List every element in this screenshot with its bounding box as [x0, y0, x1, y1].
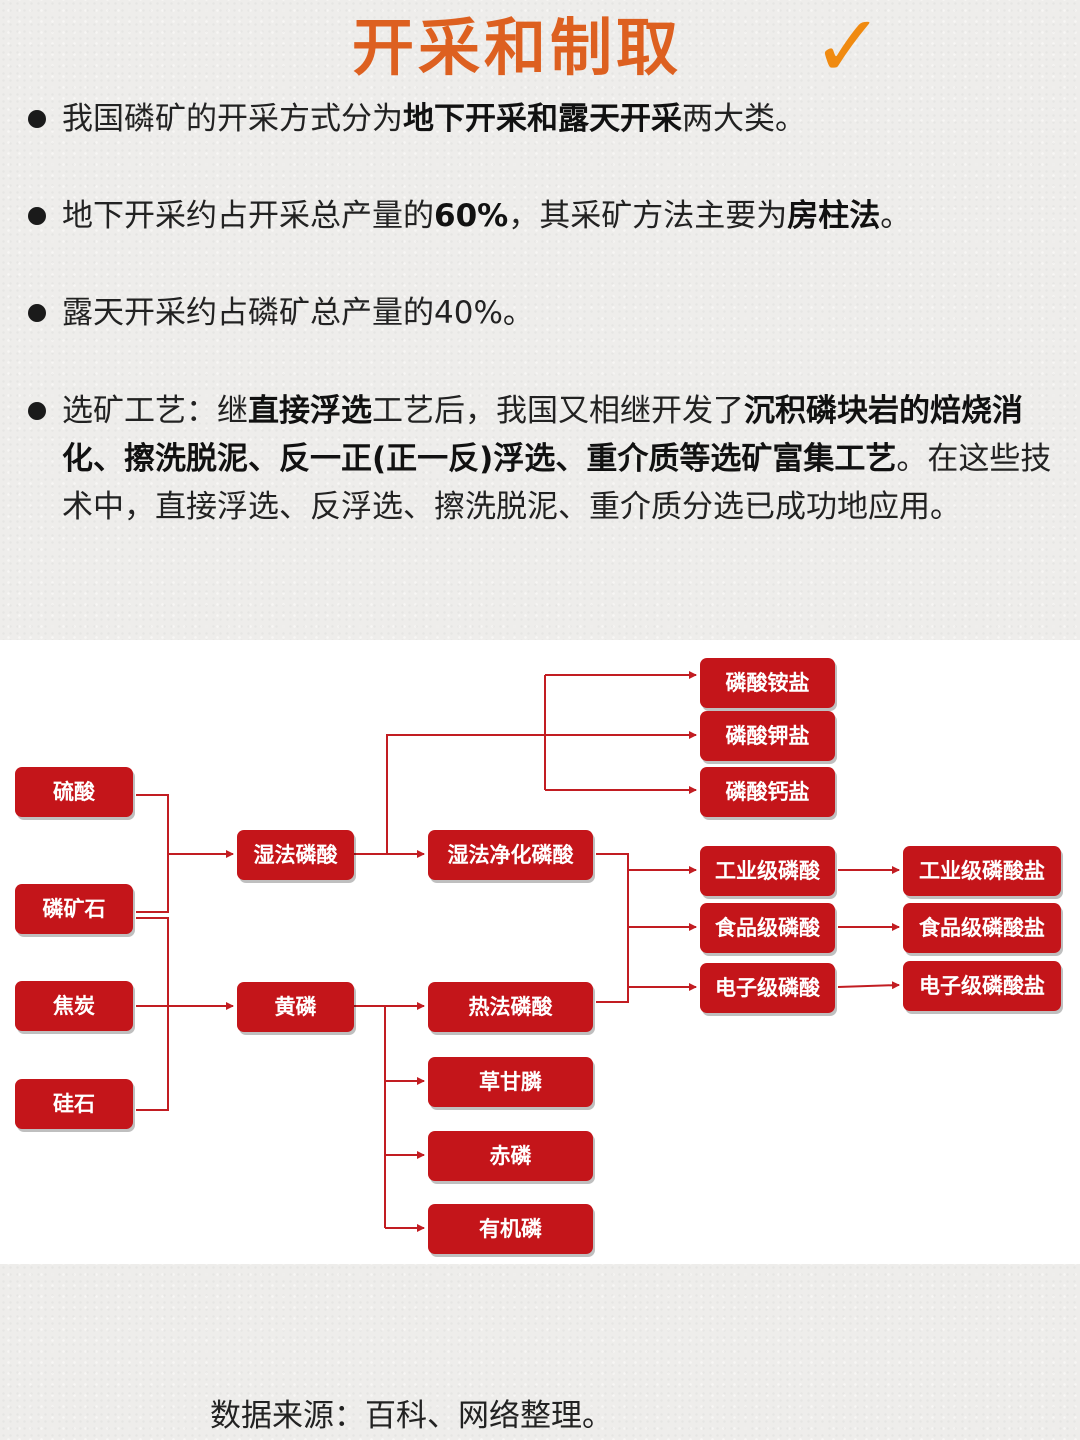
node-box [15, 1079, 133, 1129]
paper-background-top [0, 0, 1080, 640]
node-box [15, 884, 133, 934]
node-label: 硫酸 [53, 779, 96, 804]
node-label: 食品级磷酸盐 [919, 915, 1045, 940]
node-glyphosate: 草甘膦 [428, 1057, 595, 1110]
node-purified-wet-acid: 湿法净化磷酸 [428, 830, 595, 883]
node-yellow-p: 黄磷 [237, 982, 356, 1035]
bullet-dot-2 [28, 207, 46, 225]
node-label: 磷酸钙盐 [726, 779, 810, 804]
node-coke: 焦炭 [15, 981, 135, 1034]
node-organic-p: 有机磷 [428, 1204, 595, 1257]
bullet-dot-1 [28, 110, 46, 128]
bullet-paragraph-4: 选矿工艺：继直接浮选工艺后，我国又相继开发了沉积磷块岩的焙烧消化、擦洗脱泥、反一… [62, 387, 1062, 531]
node-electronic-salt: 电子级磷酸盐 [903, 961, 1063, 1014]
text-run: 。 [880, 198, 912, 234]
node-label: 焦炭 [52, 993, 95, 1018]
node-wet-acid: 湿法磷酸 [237, 830, 356, 883]
bullet-dot-3 [28, 304, 46, 322]
node-industrial-acid: 工业级磷酸 [700, 846, 837, 899]
node-box [428, 1131, 593, 1181]
bullet-paragraph-2: 地下开采约占开采总产量的60%，其采矿方法主要为房柱法。 [62, 192, 1062, 240]
text-run: 。在这些技术中，直接浮选、反浮选、擦洗脱泥、重介质分选已成功地应用。 [62, 441, 1052, 525]
node-box [237, 830, 354, 880]
source-footer: 数据来源：百科、网络整理。 [210, 1398, 613, 1434]
flow-edges [136, 671, 900, 1232]
text-run: 露天开采约占磷矿总产量的40%。 [62, 295, 534, 331]
node-label: 草甘膦 [479, 1069, 542, 1094]
flow-edge-5 [596, 853, 629, 1003]
text-run: ，其采矿方法主要为 [508, 198, 788, 234]
node-box [428, 1057, 593, 1107]
text-run: 选矿工艺：继 [62, 393, 248, 429]
node-label: 食品级磷酸 [715, 915, 821, 940]
node-label: 湿法磷酸 [254, 842, 339, 867]
node-box [700, 658, 835, 708]
node-thermal-acid: 热法磷酸 [428, 982, 595, 1035]
node-box [903, 961, 1061, 1011]
bold-text-run: 直接浮选 [248, 393, 372, 429]
page-title: 开采和制取 [352, 11, 683, 84]
node-box [903, 903, 1061, 953]
node-box [428, 982, 593, 1032]
node-label: 热法磷酸 [469, 994, 554, 1019]
node-label: 磷酸铵盐 [726, 670, 810, 695]
bold-text-run: 地下开采和露天开采 [403, 101, 682, 137]
node-box [428, 830, 593, 880]
bullet-paragraph-1: 我国磷矿的开采方式分为地下开采和露天开采两大类。 [62, 95, 1062, 143]
node-label: 赤磷 [490, 1143, 532, 1168]
node-box [237, 982, 354, 1032]
flow-edge-2 [136, 917, 169, 1111]
node-phosphate-rock: 磷矿石 [15, 884, 135, 937]
node-box [700, 711, 835, 761]
node-label: 硅石 [53, 1091, 95, 1116]
node-food-acid: 食品级磷酸 [700, 903, 837, 956]
bold-text-run: 房柱法 [787, 198, 881, 234]
flow-edge-1 [136, 794, 169, 913]
node-label: 磷酸钾盐 [726, 723, 810, 748]
node-box [700, 846, 835, 896]
node-red-p: 赤磷 [428, 1131, 595, 1184]
node-label: 湿法净化磷酸 [448, 842, 575, 867]
text-run: 工艺后，我国又相继开发了 [372, 393, 744, 429]
text-run: 地下开采约占开采总产量的 [62, 198, 434, 234]
node-sulfuric-acid: 硫酸 [15, 767, 135, 820]
flow-edge-6 [354, 1005, 386, 1228]
node-calcium-phosphate: 磷酸钙盐 [700, 767, 837, 820]
bold-text-run: 60% [434, 198, 509, 234]
bullet-paragraph-3: 露天开采约占磷矿总产量的40%。 [62, 289, 1062, 337]
node-electronic-acid: 电子级磷酸 [700, 963, 837, 1016]
node-label: 有机磷 [479, 1216, 542, 1241]
node-label: 电子级磷酸 [715, 975, 821, 1000]
paper-background-bottom [0, 1264, 1080, 1440]
node-label: 黄磷 [275, 994, 317, 1019]
node-box [428, 1204, 593, 1254]
text-run: 两大类。 [682, 101, 806, 137]
node-potassium-phosphate: 磷酸钾盐 [700, 711, 837, 764]
node-box [700, 903, 835, 953]
node-silica: 硅石 [15, 1079, 135, 1132]
node-label: 电子级磷酸盐 [919, 973, 1045, 998]
node-label: 工业级磷酸盐 [919, 858, 1045, 883]
node-label: 工业级磷酸 [715, 858, 821, 883]
node-box [15, 767, 133, 817]
bullet-dot-4 [28, 402, 46, 420]
node-box [903, 846, 1061, 896]
check-mark-icon: ✓ [812, 0, 885, 97]
flow-edge-9 [837, 981, 900, 990]
bold-text-run: 沉积磷块岩的焙烧消化、擦洗脱泥、反一正(正一反)浮选、重介质等选矿富集工艺 [62, 393, 1023, 477]
text-run: 我国磷矿的开采方式分为 [62, 101, 403, 137]
node-ammonium-phosphate: 磷酸铵盐 [700, 658, 837, 711]
node-industrial-salt: 工业级磷酸盐 [903, 846, 1063, 899]
node-box [15, 981, 133, 1031]
node-box [700, 767, 835, 817]
node-food-salt: 食品级磷酸盐 [903, 903, 1063, 956]
node-label: 磷矿石 [43, 896, 106, 921]
node-box [700, 963, 835, 1013]
